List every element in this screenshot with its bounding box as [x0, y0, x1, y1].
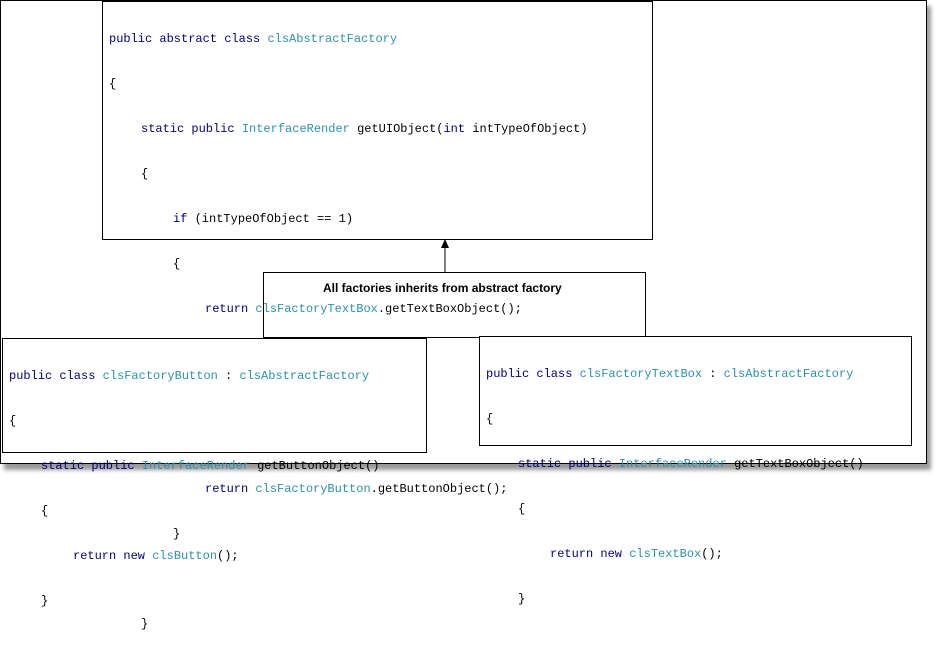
code-line: {	[518, 502, 526, 516]
factory-button-class-box: public class clsFactoryButton : clsAbstr…	[2, 338, 427, 608]
code-line: public abstract class clsAbstractFactory	[109, 32, 398, 46]
code-line: {	[173, 257, 181, 271]
inheritance-caption: All factories inherits from abstract fac…	[323, 281, 562, 295]
code-line: return new clsButton();	[73, 549, 239, 563]
abstract-factory-class-box: public abstract class clsAbstractFactory…	[102, 1, 653, 631]
inheritance-connector-box	[263, 272, 646, 338]
connector-layer	[263, 239, 646, 338]
factory-textbox-class-box: public class clsFactoryTextBox : clsAbst…	[479, 336, 912, 606]
code-line: {	[486, 412, 494, 426]
code-line: }	[41, 594, 49, 608]
code-line: {	[141, 167, 149, 181]
code-line: static public InterfaceRender getTextBox…	[518, 457, 864, 471]
code-line: public class clsFactoryButton : clsAbstr…	[9, 369, 370, 383]
code-line: return new clsTextBox();	[550, 547, 723, 561]
code-line: }	[518, 592, 526, 606]
code-line: {	[9, 414, 17, 428]
code-line: public class clsFactoryTextBox : clsAbst…	[486, 367, 854, 381]
code-line: static public InterfaceRender getUIObjec…	[141, 122, 588, 136]
code-line: if (intTypeOfObject == 1)	[173, 212, 354, 226]
code-line: {	[109, 77, 117, 91]
code-line: static public InterfaceRender getButtonO…	[41, 459, 380, 473]
code-line: {	[41, 504, 49, 518]
code-line: return clsFactoryTextBox.getTextBoxObjec…	[205, 302, 522, 316]
